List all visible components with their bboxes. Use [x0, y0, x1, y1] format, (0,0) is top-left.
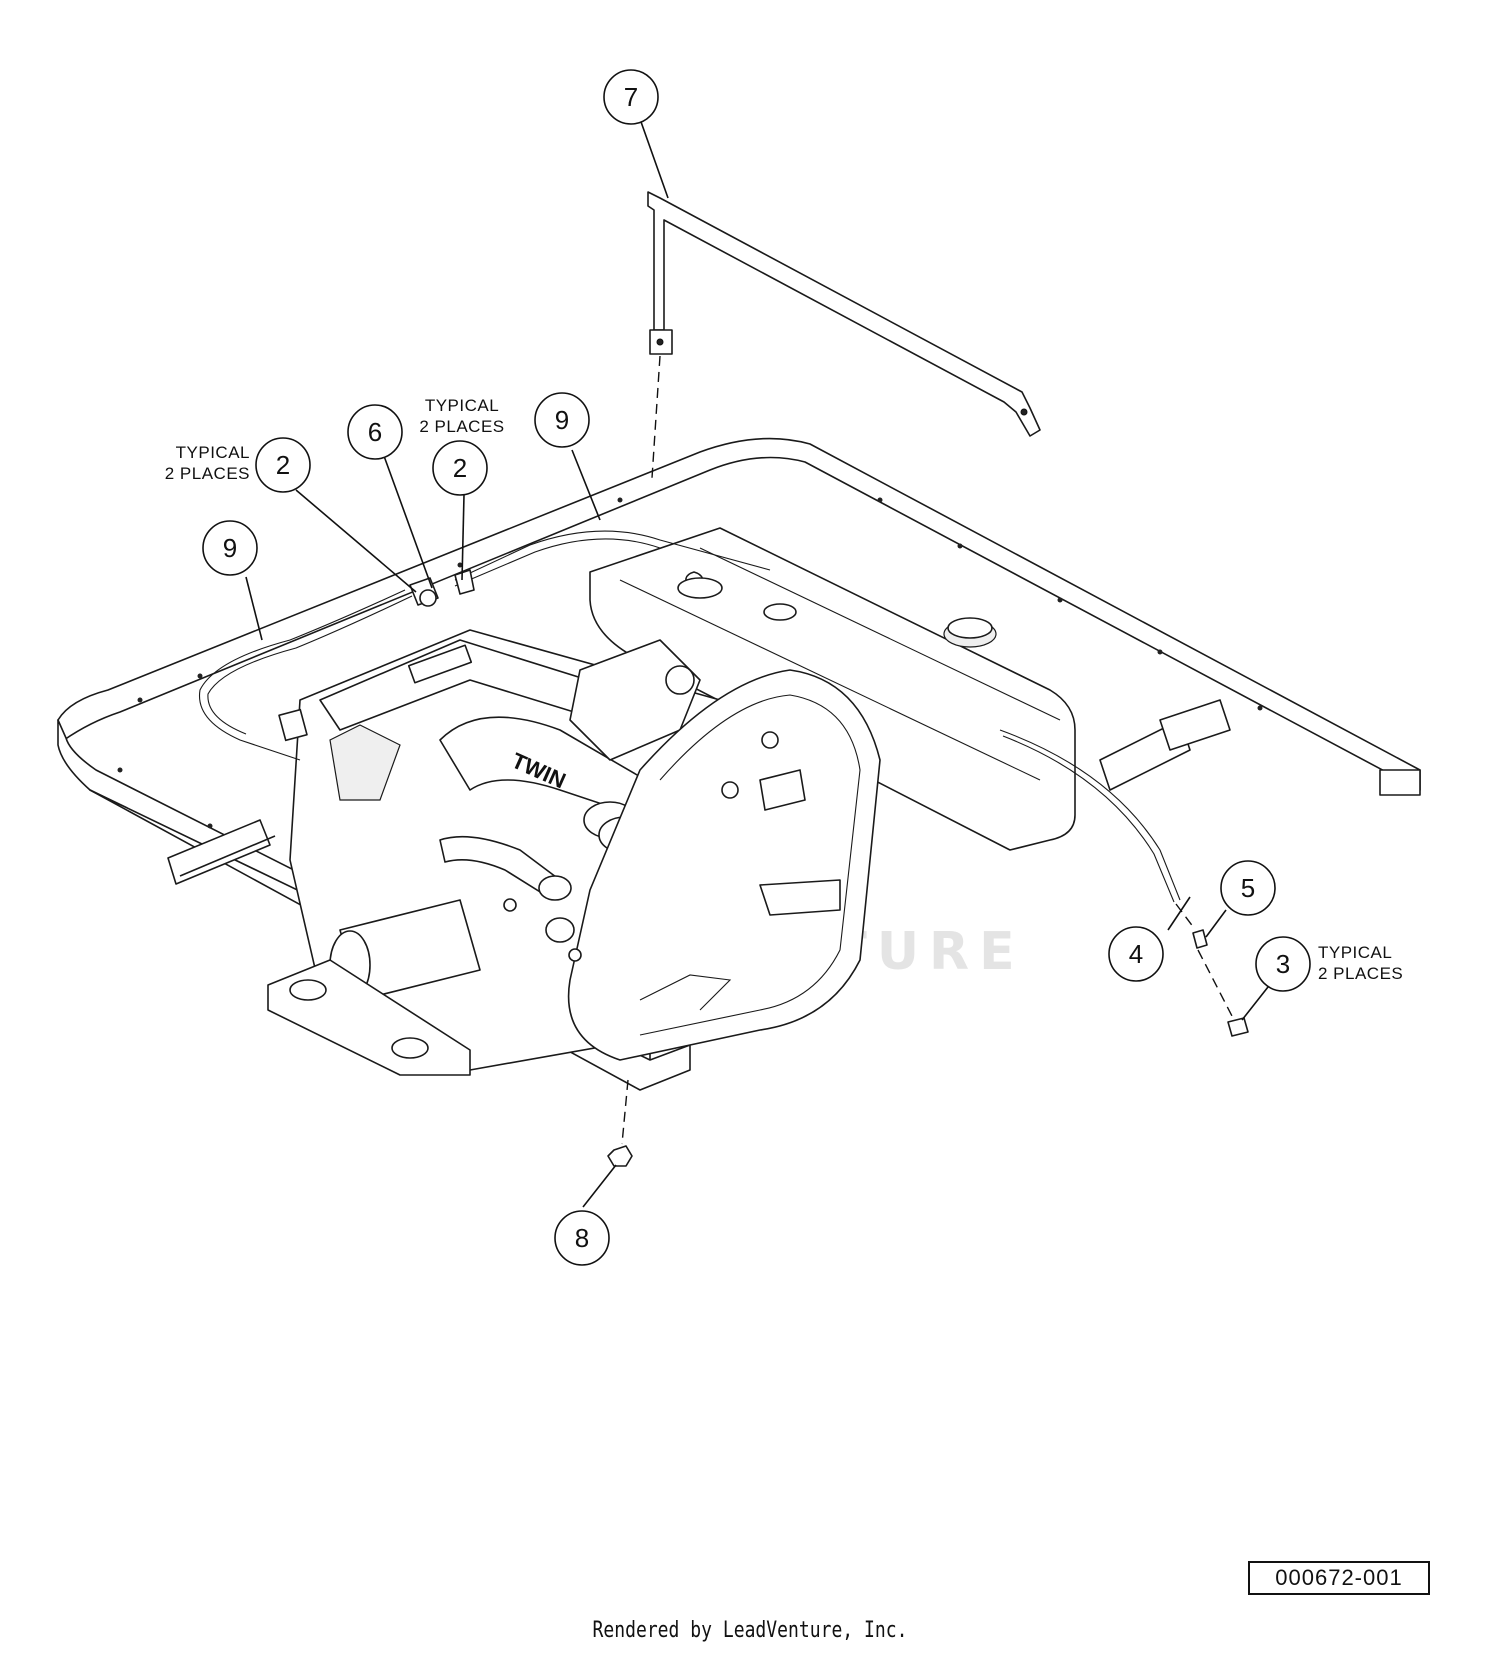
svg-text:4: 4 — [1129, 939, 1143, 969]
svg-text:TYPICAL: TYPICAL — [1318, 943, 1392, 962]
note-typical-left: TYPICAL 2 PLACES — [165, 443, 250, 483]
callout-2-left: 2 — [255, 437, 311, 493]
svg-text:8: 8 — [575, 1223, 589, 1253]
note-typical-center: TYPICAL 2 PLACES — [419, 396, 504, 436]
leader-lines — [245, 118, 1269, 1208]
callout-2-right: 2 — [432, 440, 488, 496]
svg-text:TYPICAL: TYPICAL — [425, 396, 499, 415]
note-typical-right: TYPICAL 2 PLACES — [1318, 943, 1403, 983]
callout-9-upper: 9 — [534, 392, 590, 448]
svg-text:6: 6 — [368, 417, 382, 447]
svg-text:5: 5 — [1241, 873, 1255, 903]
throttle-cable — [198, 530, 1181, 903]
callout-8: 8 — [554, 1210, 610, 1266]
svg-text:3: 3 — [1276, 949, 1290, 979]
svg-text:9: 9 — [555, 405, 569, 435]
engine: TWIN — [278, 629, 881, 1071]
svg-text:9: 9 — [223, 533, 237, 563]
svg-text:7: 7 — [624, 82, 638, 112]
svg-text:2 PLACES: 2 PLACES — [1318, 964, 1403, 983]
svg-text:2 PLACES: 2 PLACES — [419, 417, 504, 436]
crossmember — [167, 699, 1231, 885]
render-credit: Rendered by LeadVenture, Inc. — [592, 1618, 908, 1643]
engine-mount-plate — [267, 879, 841, 1076]
svg-text:2: 2 — [453, 453, 467, 483]
callout-4: 4 — [1108, 926, 1164, 982]
svg-text:TYPICAL: TYPICAL — [176, 443, 250, 462]
callout-7: 7 — [603, 69, 659, 125]
callout-9-lower: 9 — [202, 520, 258, 576]
diagram-part-number: 000672-001 — [1248, 1561, 1430, 1595]
hardware — [607, 929, 1249, 1167]
assembly-lines — [621, 355, 1233, 1145]
callout-3: 3 — [1255, 936, 1311, 992]
callout-5: 5 — [1220, 860, 1276, 916]
support-rod — [647, 191, 1041, 437]
callout-6: 6 — [347, 404, 403, 460]
svg-text:2: 2 — [276, 450, 290, 480]
svg-text:2 PLACES: 2 PLACES — [165, 464, 250, 483]
